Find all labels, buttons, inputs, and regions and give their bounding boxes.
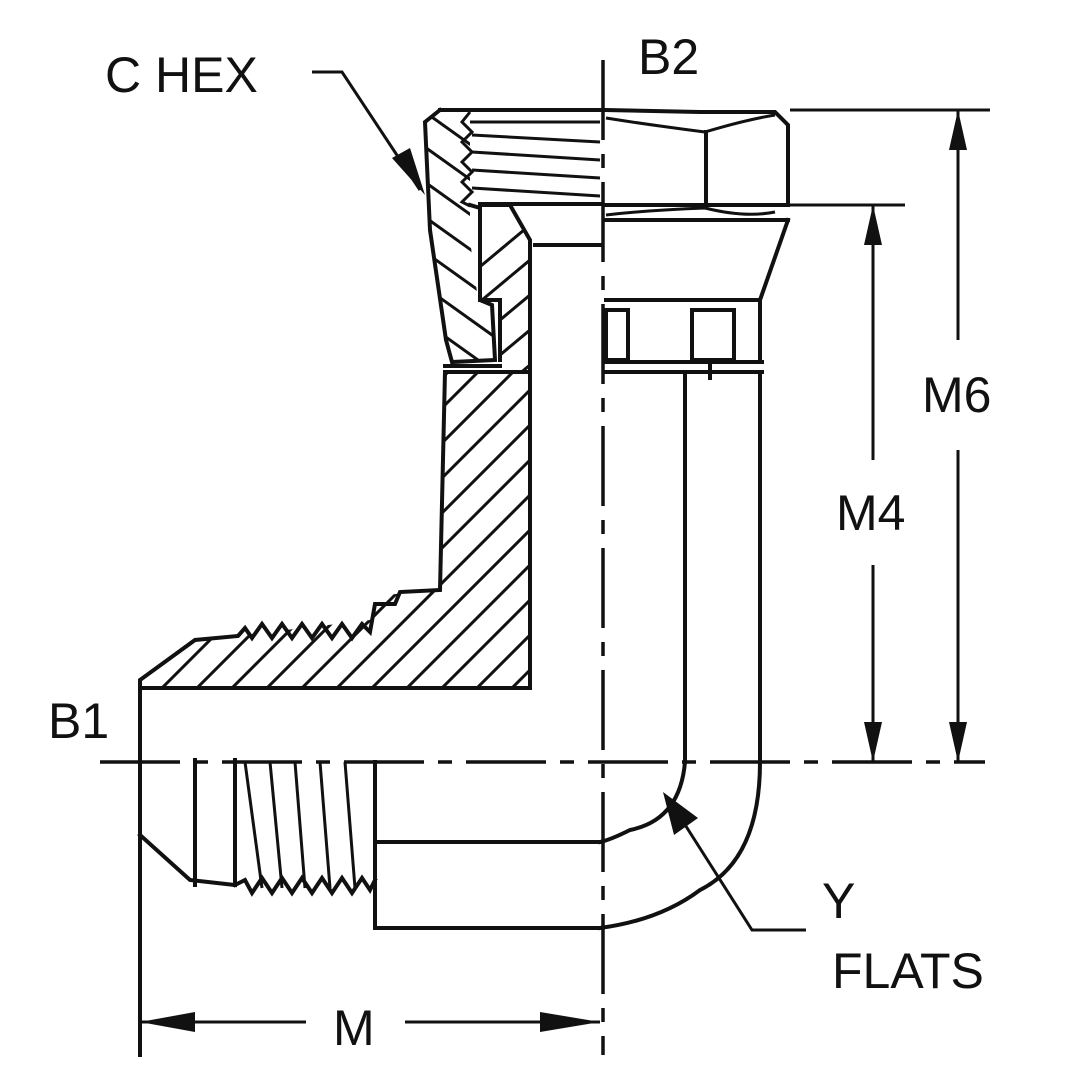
dimension-m6: M6 [922, 110, 991, 762]
body-section [138, 370, 532, 690]
elbow-exterior [373, 370, 763, 931]
nut-hex-exterior [603, 107, 791, 380]
dimension-m4: M4 [836, 205, 905, 762]
label-flats: FLATS [832, 943, 984, 999]
label-c-hex: C HEX [105, 47, 258, 103]
callout-c-hex: C HEX [105, 47, 425, 195]
label-m: M [333, 1000, 375, 1056]
seat-section [443, 203, 532, 374]
dimension-m: M [140, 1000, 600, 1056]
label-y: Y [822, 873, 855, 929]
centerlines [100, 60, 985, 1055]
label-b2: B2 [638, 29, 699, 85]
label-m4: M4 [836, 485, 905, 541]
label-m6: M6 [922, 367, 991, 423]
label-b1: B1 [48, 693, 109, 749]
callout-y-flats: Y FLATS [663, 792, 984, 999]
nut-thread-lines [438, 108, 602, 247]
male-end [137, 686, 378, 1057]
nut-section [422, 107, 498, 365]
